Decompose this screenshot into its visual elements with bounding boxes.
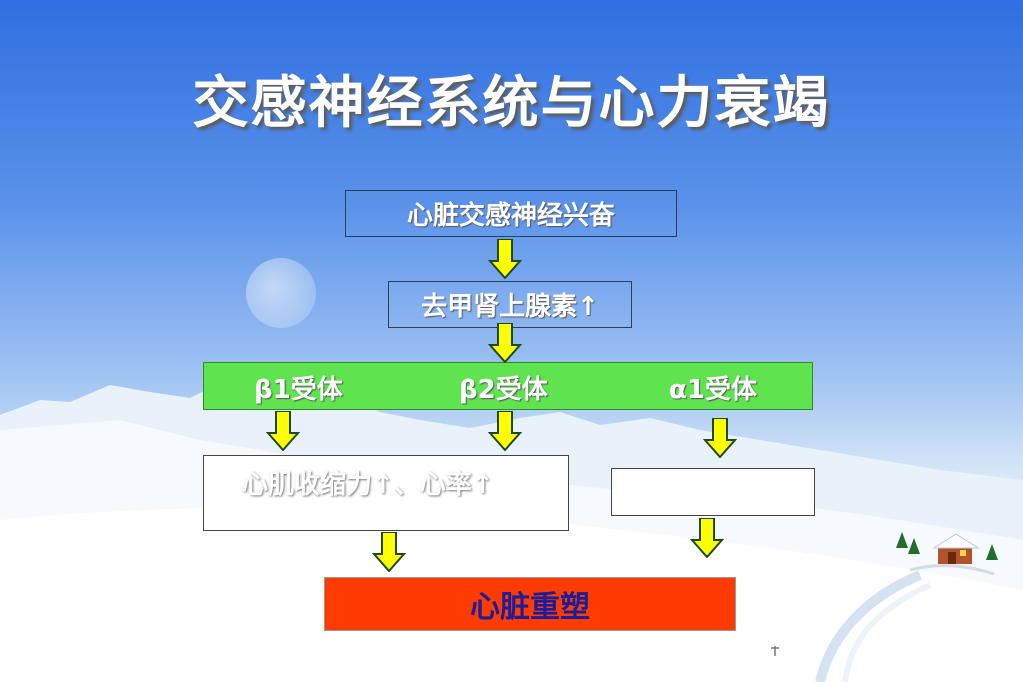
node-norepinephrine: 去甲肾上腺素↑: [388, 281, 632, 328]
node-remodeling-label: 心脏重塑: [470, 590, 590, 625]
node-norepinephrine-label: 去甲肾上腺素↑: [421, 292, 599, 322]
node-effect-label: 心肌收缩力↑、心率↑: [242, 470, 494, 500]
down-arrow-icon: [703, 418, 737, 458]
node-alpha-effect: [611, 468, 815, 516]
down-arrow-icon: [266, 411, 300, 451]
small-tree-icon: [771, 646, 779, 656]
down-arrow-icon: [690, 518, 724, 558]
down-arrow-icon: [488, 323, 522, 363]
node-remodeling: 心脏重塑: [324, 577, 736, 631]
down-arrow-icon: [488, 239, 522, 279]
page-title: 交感神经系统与心力衰竭: [192, 71, 831, 136]
down-arrow-icon: [372, 532, 406, 572]
moon-decoration: [246, 258, 316, 328]
alpha1-receptor-label: α1受体: [669, 375, 757, 405]
beta1-receptor-label: β1受体: [254, 375, 343, 405]
down-arrow-icon: [488, 411, 522, 451]
node-sympathetic: 心脏交感神经兴奋: [345, 190, 677, 237]
node-effect: 心肌收缩力↑、心率↑: [203, 455, 569, 531]
node-sympathetic-label: 心脏交感神经兴奋: [406, 201, 615, 231]
beta2-receptor-label: β2受体: [459, 375, 548, 405]
receptor-bar: β1受体 β2受体 α1受体: [203, 362, 813, 410]
snow-cabin-icon: [896, 532, 998, 576]
